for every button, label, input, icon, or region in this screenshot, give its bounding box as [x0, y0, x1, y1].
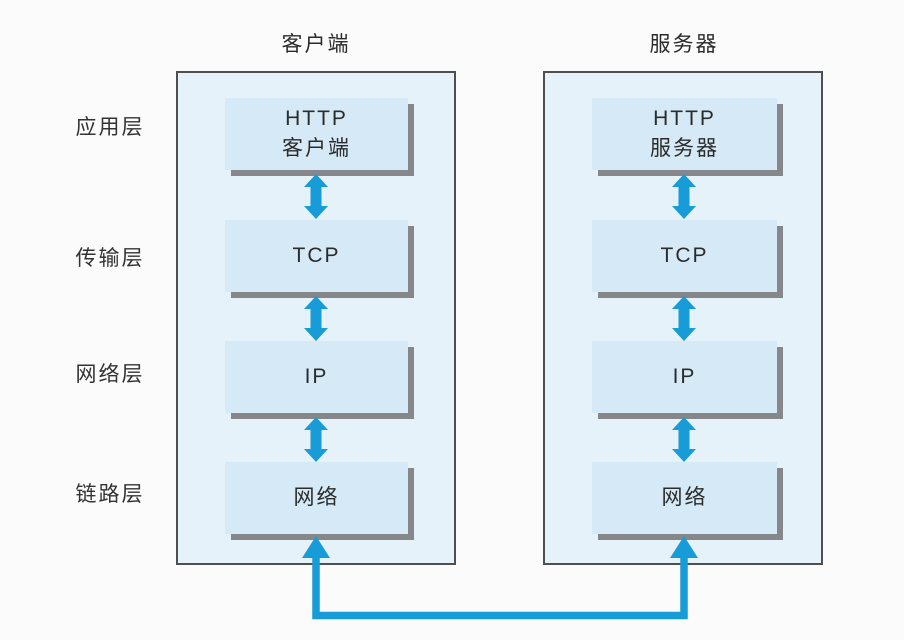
double-arrow-icon	[672, 417, 696, 462]
client-network-box: 网络	[225, 462, 408, 534]
server-http-label-line2: 服务器	[650, 137, 719, 160]
layer-label-transport: 传输层	[75, 247, 145, 270]
server-tcp-box: TCP	[592, 220, 777, 292]
network-link-connector-icon	[302, 536, 698, 620]
client-network-label: 网络	[293, 485, 340, 509]
layer-label-application: 应用层	[75, 116, 145, 139]
double-arrow-icon	[304, 296, 328, 341]
client-ip-label: IP	[304, 364, 329, 388]
server-network-label: 网络	[661, 485, 708, 509]
layer-label-network: 网络层	[75, 363, 145, 386]
server-network-box: 网络	[592, 462, 777, 534]
double-arrow-icon	[304, 174, 328, 219]
client-tcp-label: TCP	[292, 243, 341, 267]
server-http-label-line1: HTTP	[653, 106, 716, 130]
server-ip-label: IP	[672, 364, 697, 388]
double-arrow-icon	[672, 296, 696, 341]
client-tcp-box: TCP	[225, 220, 408, 292]
client-http-label-line1: HTTP	[285, 106, 348, 130]
server-http-box: HTTP 服务器	[592, 98, 777, 170]
double-arrow-icon	[304, 417, 328, 462]
client-http-box: HTTP 客户端	[225, 98, 408, 170]
server-tcp-label: TCP	[660, 243, 709, 267]
client-http-label-line2: 客户端	[282, 137, 351, 160]
server-column-title: 服务器	[649, 33, 719, 56]
server-ip-box: IP	[592, 341, 777, 413]
client-ip-box: IP	[225, 341, 408, 413]
double-arrow-icon	[672, 174, 696, 219]
client-column-title: 客户端	[281, 33, 351, 56]
layer-label-link: 链路层	[75, 483, 145, 506]
